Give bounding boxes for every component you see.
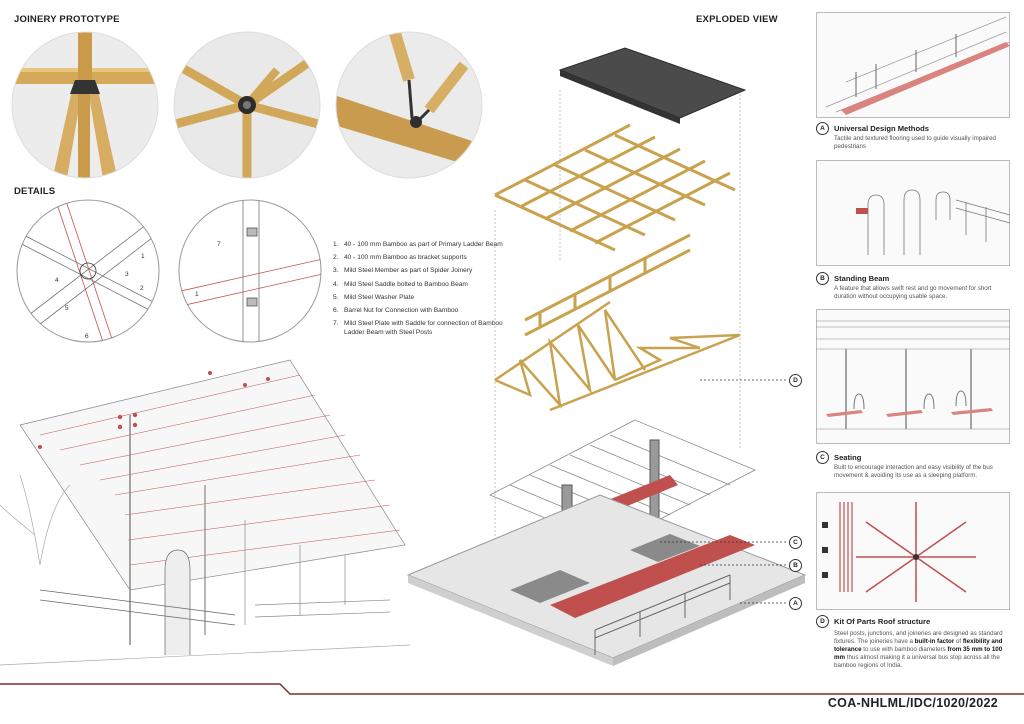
callout-2: 2	[140, 285, 144, 292]
joinery-prototype-heading: JOINERY PROTOTYPE	[14, 14, 120, 25]
note-item: 2.40 - 100 mm Bamboo as bracket supports	[333, 254, 467, 262]
callout-7: 7	[217, 241, 221, 248]
callout-1: 1	[141, 253, 145, 260]
panel-c-title: Seating	[834, 453, 862, 462]
joinery-photo-3	[335, 31, 483, 179]
bamboo-grid-layer	[494, 123, 736, 252]
marker-b: B	[789, 559, 802, 572]
panel-b-text: A feature that allows swift rest and go …	[834, 285, 992, 300]
panel-b-title: Standing Beam	[834, 274, 890, 283]
note-item: 5.Mild Steel Washer Plate	[333, 293, 415, 301]
panel-a-badge: A	[816, 122, 829, 135]
callout-4: 4	[55, 277, 59, 284]
base-platform	[406, 494, 807, 666]
joinery-photo-2	[173, 31, 321, 179]
panel-b-badge: B	[816, 272, 829, 285]
panel-d-illustration	[816, 492, 1010, 610]
panel-c-text: Built to encourage interaction and easy …	[834, 464, 993, 479]
panel-a-title: Universal Design Methods	[834, 124, 929, 133]
note-item: 4.Mild Steel Saddle bolted to Bamboo Bea…	[333, 280, 468, 288]
railing	[594, 574, 731, 655]
callout-3: 3	[125, 271, 129, 278]
roof-sheet	[558, 47, 747, 124]
marker-a: A	[789, 597, 802, 610]
panel-d-title: Kit Of Parts Roof structure	[834, 617, 931, 626]
detail-drawing-spider-joint: 1 2 3 4 5 6	[16, 199, 160, 343]
joinery-photo-1	[11, 31, 159, 179]
panel-c-badge: C	[816, 451, 829, 464]
note-item: 1.40 - 100 mm Bamboo as part of Primary …	[333, 241, 503, 248]
note-item: 3.Mild Steel Member as part of Spider Jo…	[333, 267, 473, 275]
detail-notes-list: 1.40 - 100 mm Bamboo as part of Primary …	[333, 240, 503, 341]
exploded-view-heading: EXPLODED VIEW	[696, 14, 778, 25]
callout-5: 5	[65, 305, 69, 312]
note-item: 7.Mild Steel Plate with Saddle for conne…	[333, 320, 503, 337]
truss-layer	[494, 300, 741, 412]
panel-a-text: Tactile and textured flooring used to gu…	[834, 135, 996, 150]
panel-a-illustration	[816, 12, 1010, 118]
details-heading: DETAILS	[14, 186, 56, 197]
ladder-beam-layer	[524, 233, 691, 337]
sheet-code: COA-NHLML/IDC/1020/2022	[827, 696, 998, 710]
callout-6: 6	[85, 333, 89, 340]
exploded-view-drawing	[406, 47, 807, 666]
detail-drawing-post-saddle: 7 1	[178, 199, 322, 343]
marker-c: C	[789, 536, 802, 549]
bus-stop-perspective-sketch	[0, 359, 410, 666]
marker-d: D	[789, 374, 802, 387]
panel-c-illustration	[816, 309, 1010, 444]
callout-1b: 1	[195, 291, 199, 298]
panel-d-text: Steel posts, junctions, and joineries ar…	[834, 630, 1003, 669]
footer-rule	[0, 683, 1024, 695]
panel-d-badge: D	[816, 615, 829, 628]
note-item: 6.Barrel Nut for Connection with Bamboo	[333, 306, 459, 314]
panel-b-illustration	[816, 160, 1010, 266]
